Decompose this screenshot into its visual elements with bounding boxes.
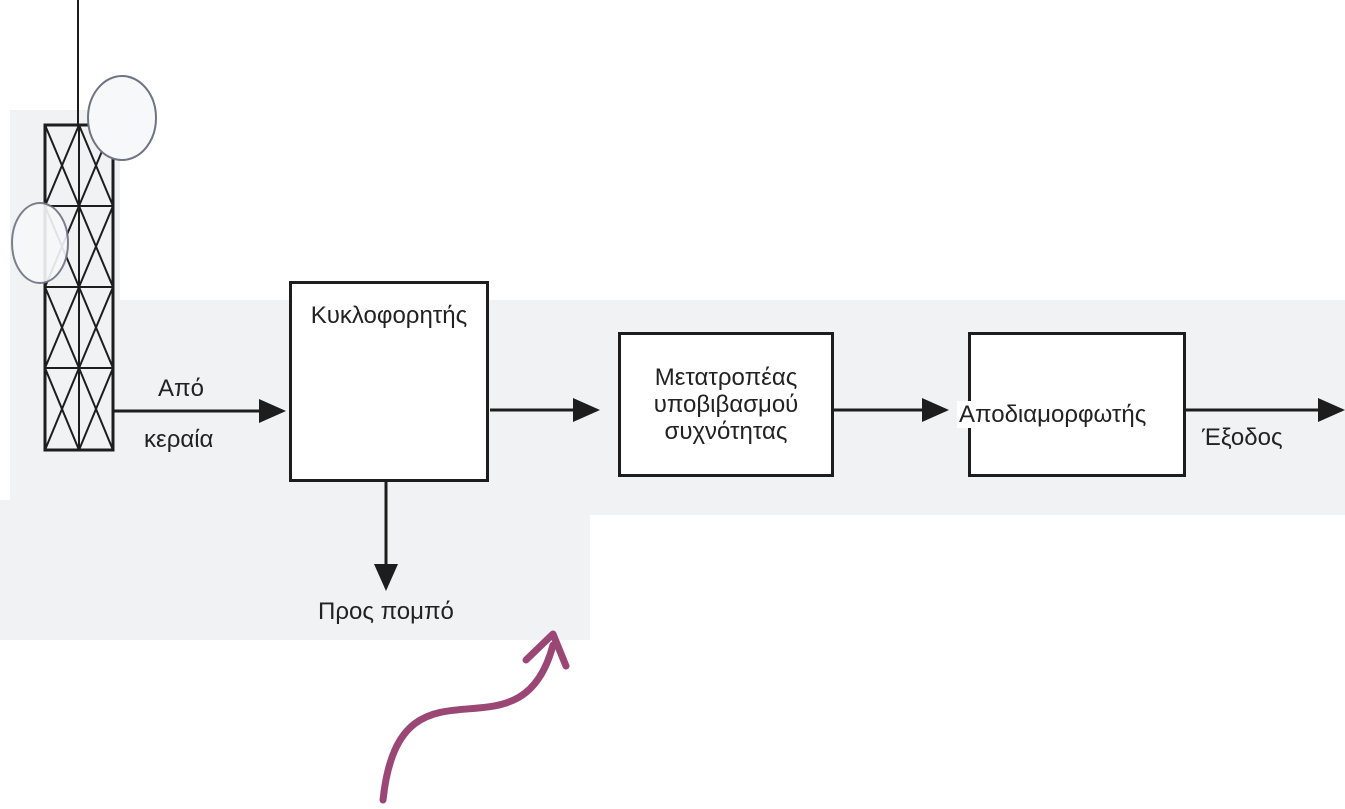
circulator-block: Κυκλοφορητής <box>289 281 489 482</box>
circulator-label: Κυκλοφορητής <box>310 302 468 329</box>
antenna-tower-icon <box>11 0 157 452</box>
downconverter-label-line3: συχνότητας <box>664 418 788 445</box>
downconverter-block: Μετατροπέας υποβιβασμού συχνότητας <box>618 332 834 477</box>
to-transmitter-label: Προς πομπό <box>318 598 454 625</box>
output-label: Έξοδος <box>1202 424 1283 451</box>
background-band-lower <box>0 500 590 640</box>
demodulator-block: Αποδιαμορφωτής <box>957 332 1186 477</box>
from-antenna-label-line1: Από <box>158 375 204 402</box>
downconverter-label-line1: Μετατροπέας <box>654 364 798 391</box>
downconverter-label-line2: υποβιβασμού <box>653 391 799 418</box>
from-antenna-label-line2: κεραία <box>144 426 214 453</box>
annotation-arrow <box>379 630 570 804</box>
demodulator-label: Αποδιαμορφωτής <box>957 401 1149 428</box>
